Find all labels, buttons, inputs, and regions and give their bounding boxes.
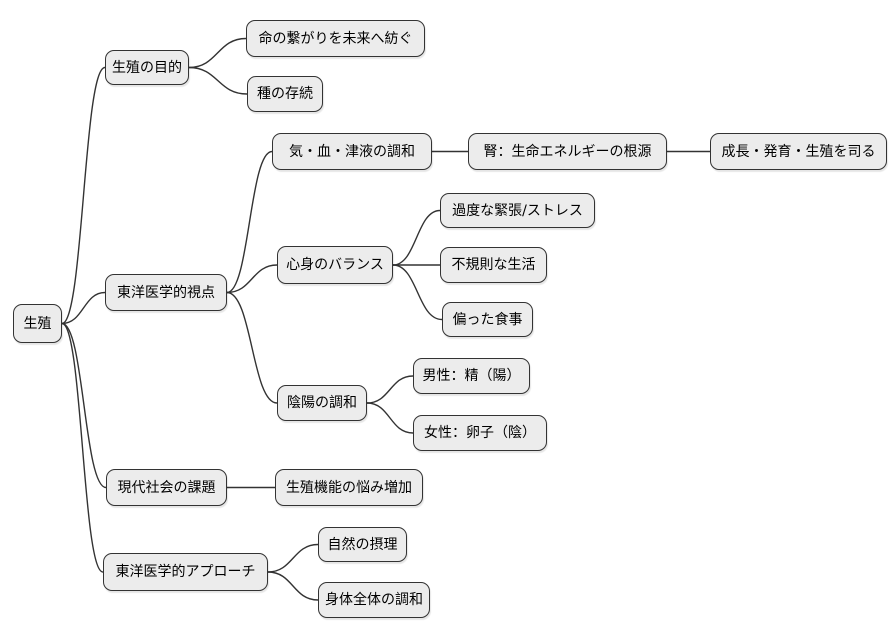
edge-mind-body-diet bbox=[392, 264, 443, 321]
edge-purpose-species bbox=[188, 66, 248, 95]
edge-root-modern-issues bbox=[61, 322, 107, 489]
edge-toyo-ki-blood-fluid bbox=[226, 150, 273, 294]
edge-toyo-yinyang bbox=[226, 291, 278, 404]
node-growth: 成長・発育・生殖を司る bbox=[710, 133, 887, 170]
edge-approach-nature bbox=[267, 543, 319, 573]
node-stress: 過度な緊張/ストレス bbox=[440, 193, 595, 228]
node-legacy: 命の繋がりを未来へ紡ぐ bbox=[246, 20, 425, 57]
node-mind-body-balance: 心身のバランス bbox=[277, 246, 393, 284]
edge-yinyang-female bbox=[366, 402, 414, 434]
edge-toyo-mind-body bbox=[226, 264, 278, 294]
edge-purpose-legacy bbox=[188, 37, 247, 69]
edge-root-toyo-approach bbox=[61, 322, 104, 573]
node-female-ovum: 女性：卵子（陰） bbox=[413, 415, 547, 451]
edge-approach-whole-body bbox=[267, 571, 319, 601]
node-species-survival: 種の存続 bbox=[247, 76, 323, 112]
node-ki-blood-fluid: 気・血・津液の調和 bbox=[272, 133, 432, 170]
node-modern-issues: 現代社会の課題 bbox=[106, 469, 227, 506]
edge-root-purpose bbox=[61, 66, 106, 325]
node-repro-concerns: 生殖機能の悩み増加 bbox=[275, 469, 423, 506]
edge-yinyang-male bbox=[366, 375, 414, 404]
node-male-essence: 男性：精（陽） bbox=[413, 358, 530, 394]
node-unbalanced-diet: 偏った食事 bbox=[442, 302, 533, 337]
node-kidney: 腎：生命エネルギーの根源 bbox=[468, 133, 667, 170]
edge-root-toyo-viewpoint bbox=[61, 291, 106, 325]
edge-mind-body-stress bbox=[392, 209, 441, 266]
node-root: 生殖 bbox=[13, 304, 62, 343]
node-toyo-approach: 東洋医学的アプローチ bbox=[103, 553, 268, 591]
node-purpose: 生殖の目的 bbox=[105, 50, 189, 85]
node-yinyang-harmony: 陰陽の調和 bbox=[277, 385, 367, 421]
node-toyo-viewpoint: 東洋医学的視点 bbox=[105, 274, 227, 311]
node-nature-law: 自然の摂理 bbox=[318, 527, 407, 562]
node-whole-body: 身体全体の調和 bbox=[318, 582, 430, 618]
node-irregular-life: 不規則な生活 bbox=[440, 247, 547, 283]
